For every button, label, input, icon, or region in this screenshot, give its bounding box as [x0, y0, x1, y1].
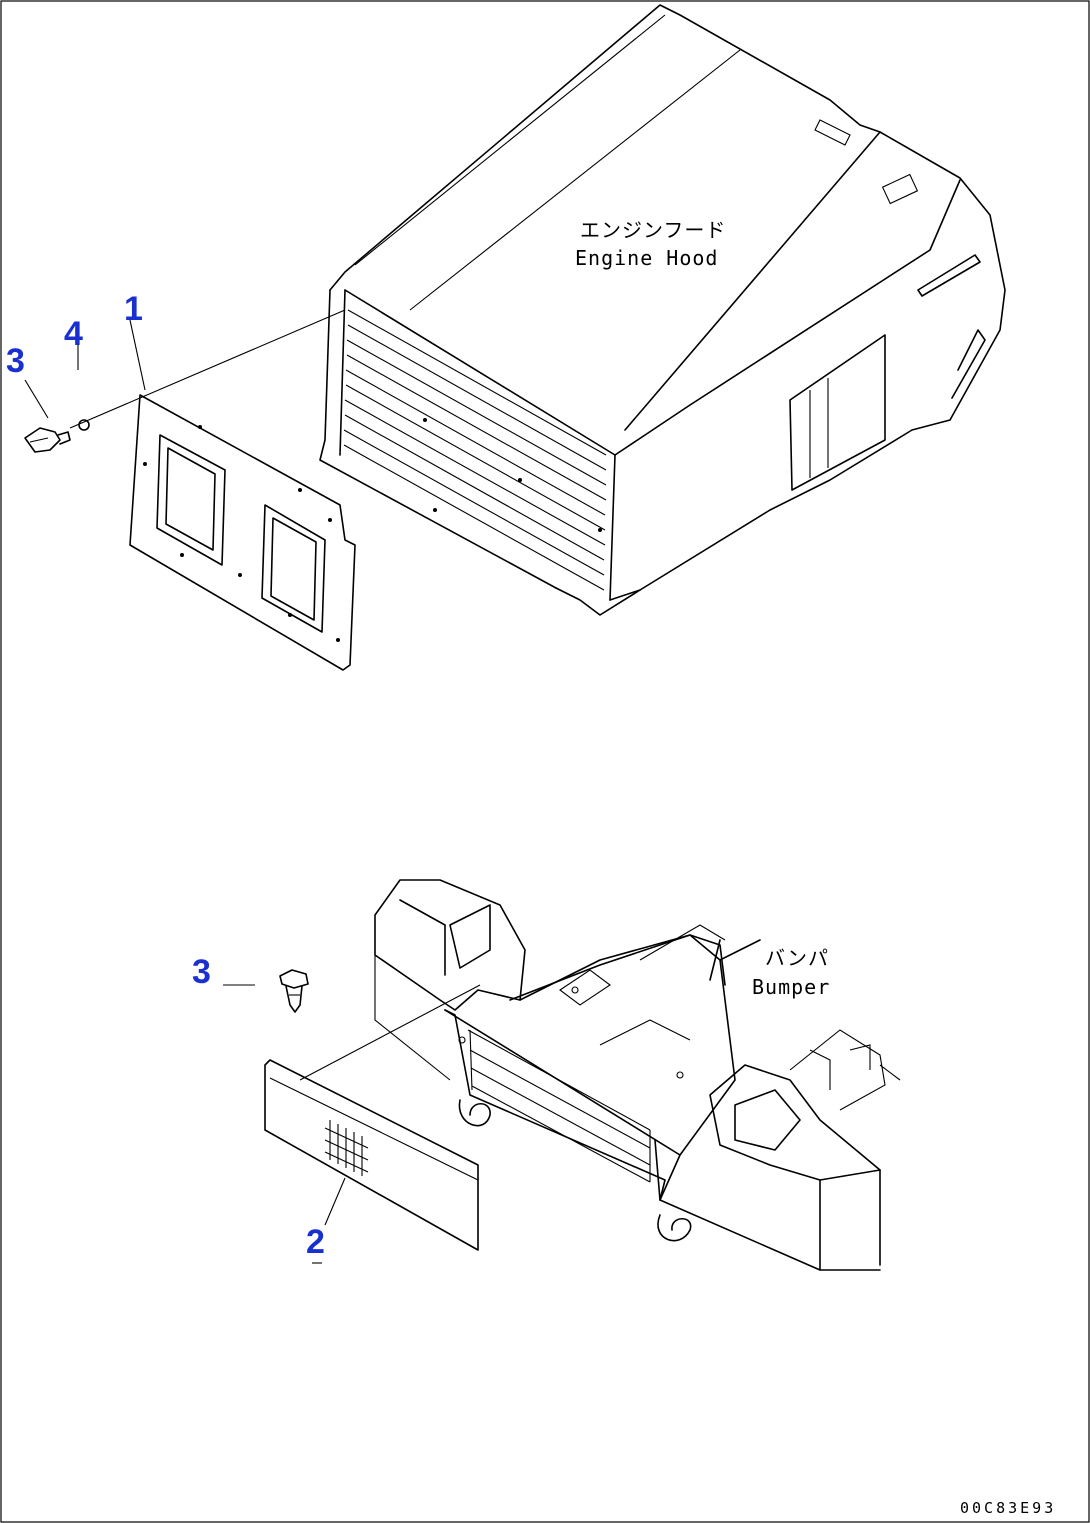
callout-1[interactable]: 1 — [124, 290, 143, 328]
cover-mesh — [324, 1120, 369, 1176]
bumper-label-en: Bumper — [752, 975, 830, 999]
bumper-label-jp: バンパ — [765, 946, 829, 970]
bumper-grille — [467, 1029, 651, 1183]
engine-hood-label-jp: エンジンフード — [580, 218, 726, 242]
drawing-code: 00C83E93 — [960, 1499, 1056, 1517]
hood-cover-panel — [129, 394, 356, 671]
callout-2[interactable]: 2 — [306, 1223, 325, 1261]
callout-3-bottom[interactable]: 3 — [192, 953, 211, 991]
engine-hood — [319, 4, 1006, 616]
bumper-frame — [374, 879, 901, 1271]
engine-hood-label-en: Engine Hood — [575, 246, 718, 270]
hood-grille — [343, 309, 607, 591]
fastener-clip-top — [24, 427, 71, 453]
callout-3-top[interactable]: 3 — [6, 342, 25, 380]
callout-4[interactable]: 4 — [64, 315, 83, 353]
bumper-cover-plate — [264, 1059, 479, 1251]
washer — [78, 419, 90, 431]
fastener-clip-bottom — [279, 969, 309, 1013]
